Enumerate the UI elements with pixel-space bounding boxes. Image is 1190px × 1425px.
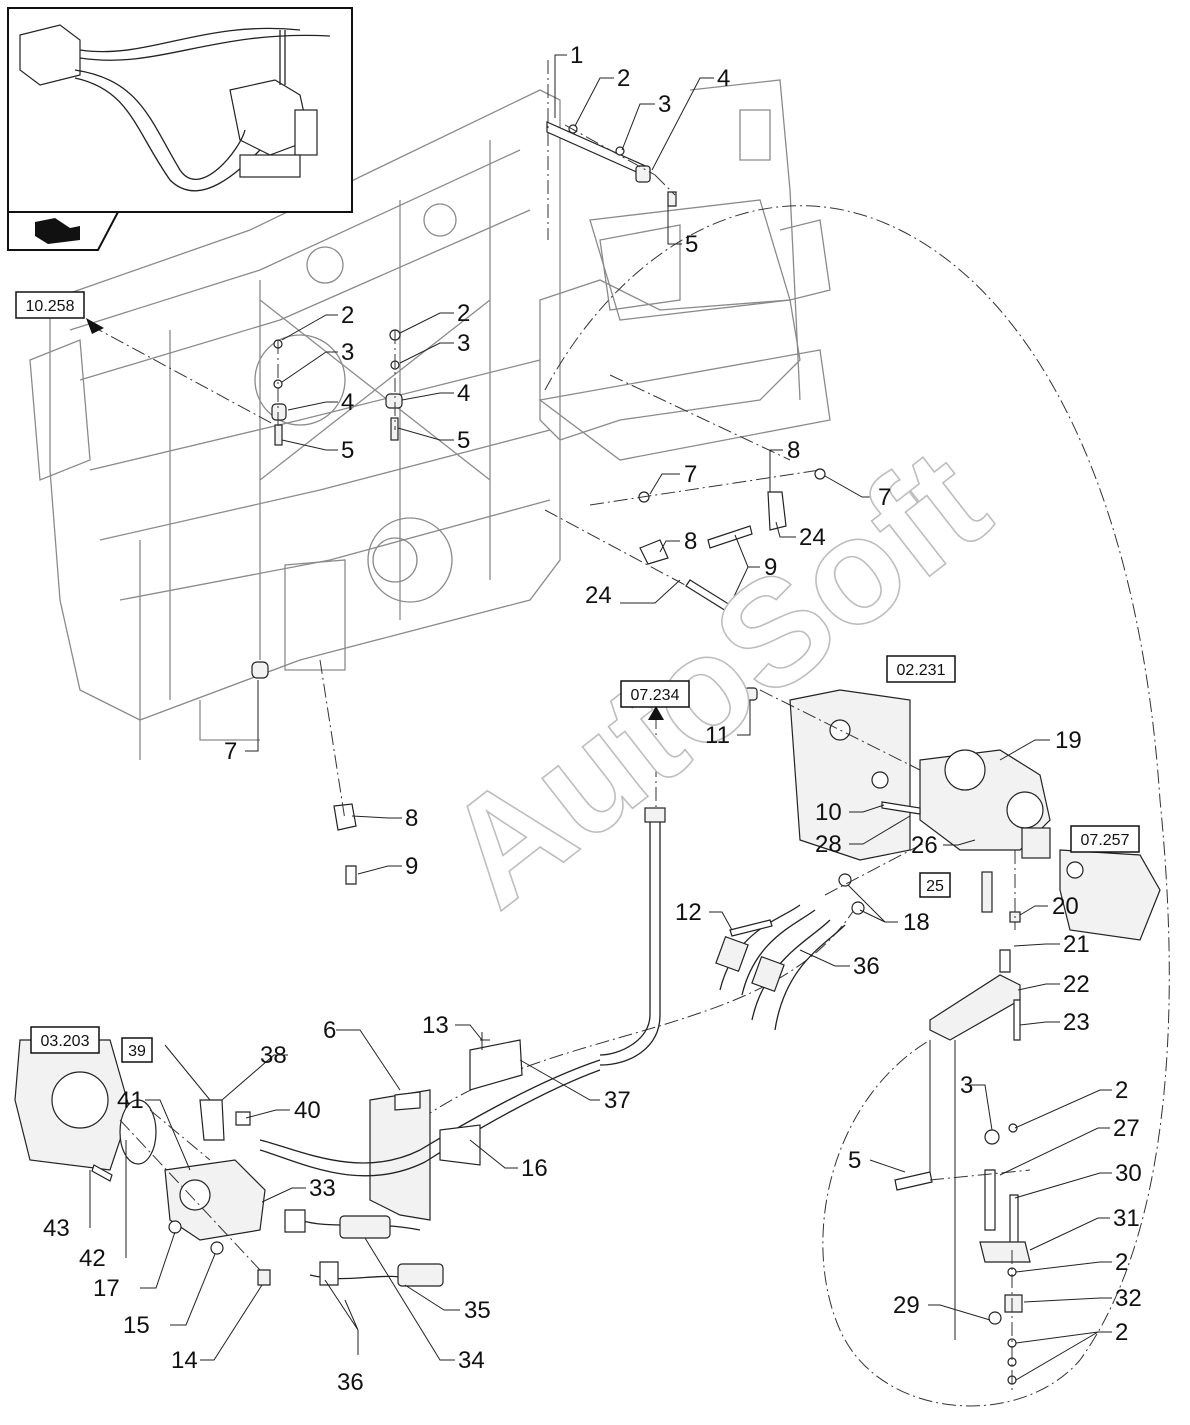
reference-02231[interactable]: 02.231 [886, 655, 956, 683]
callout-41: 41 [117, 1087, 144, 1114]
callout-4: 4 [341, 389, 354, 416]
exploded-axes [89, 60, 1031, 1390]
reference-boxes: 10.258 07.234 02.231 07.257 25 03.203 39 [15, 291, 1140, 1063]
machine-frame [29, 79, 831, 760]
parts [14, 121, 1161, 1385]
continue-arrow-icon[interactable] [35, 218, 80, 244]
svg-text:03.203: 03.203 [41, 1033, 90, 1050]
assembly-outline [544, 205, 1170, 1407]
callout-5: 5 [341, 437, 354, 464]
callout-5: 5 [685, 231, 698, 258]
callout-21: 21 [1063, 931, 1090, 958]
callout-3: 3 [960, 1072, 973, 1099]
hose-outline [419, 899, 861, 1121]
svg-text:02.231: 02.231 [897, 662, 946, 679]
strap-part [546, 121, 651, 179]
callout-33: 33 [309, 1175, 336, 1202]
callout-5: 5 [848, 1147, 861, 1174]
callout-42: 42 [79, 1245, 106, 1272]
callout-14: 14 [171, 1347, 198, 1374]
callout-29: 29 [893, 1292, 920, 1319]
callout-40: 40 [294, 1097, 321, 1124]
inset-view [7, 7, 353, 251]
callout-23: 23 [1063, 1009, 1090, 1036]
callout-26: 26 [911, 832, 938, 859]
callout-1: 1 [570, 42, 583, 69]
reference-07234[interactable]: 07.234 [620, 680, 690, 720]
callout-17: 17 [93, 1275, 120, 1302]
callout-15: 15 [123, 1312, 150, 1339]
callout-2: 2 [457, 300, 470, 327]
callout-7: 7 [878, 484, 891, 511]
svg-text:39: 39 [128, 1043, 146, 1060]
callout-4: 4 [717, 65, 730, 92]
callout-34: 34 [458, 1347, 485, 1374]
callout-31: 31 [1113, 1205, 1140, 1232]
callout-labels: 1 2 3 4 5 2 3 4 5 2 3 4 5 8 7 7 24 8 9 2… [43, 42, 1142, 1396]
callout-11: 11 [705, 722, 730, 749]
callout-2: 2 [341, 302, 354, 329]
reference-10258[interactable]: 10.258 [15, 291, 104, 334]
callout-8: 8 [405, 805, 418, 832]
callout-36: 36 [853, 953, 880, 980]
callout-2: 2 [1115, 1249, 1128, 1276]
reference-39[interactable]: 39 [121, 1037, 153, 1063]
reference-03203[interactable]: 03.203 [30, 1026, 100, 1054]
callout-24: 24 [585, 582, 612, 609]
callout-27: 27 [1113, 1115, 1140, 1142]
leader-lines [89, 54, 1112, 1381]
callout-3: 3 [658, 91, 671, 118]
svg-text:07.257: 07.257 [1081, 832, 1130, 849]
callout-4: 4 [457, 380, 470, 407]
callout-9: 9 [405, 853, 418, 880]
callout-37: 37 [604, 1087, 631, 1114]
callout-7: 7 [224, 738, 237, 765]
callout-36: 36 [337, 1369, 364, 1396]
callout-16: 16 [521, 1155, 548, 1182]
reference-07257[interactable]: 07.257 [1070, 825, 1140, 853]
callout-6: 6 [323, 1017, 336, 1044]
callout-3: 3 [341, 339, 354, 366]
callout-12: 12 [675, 899, 702, 926]
callout-19: 19 [1055, 727, 1082, 754]
reference-25[interactable]: 25 [919, 872, 951, 898]
callout-28: 28 [815, 831, 842, 858]
callout-24: 24 [799, 524, 826, 551]
callout-7: 7 [684, 461, 697, 488]
callout-8: 8 [787, 437, 800, 464]
svg-text:10.258: 10.258 [26, 298, 75, 315]
callout-2: 2 [617, 65, 630, 92]
callout-32: 32 [1115, 1285, 1142, 1312]
callout-20: 20 [1052, 893, 1079, 920]
callout-3: 3 [457, 330, 470, 357]
callout-38: 38 [260, 1042, 287, 1069]
callout-10: 10 [815, 799, 842, 826]
svg-text:25: 25 [926, 878, 944, 895]
callout-35: 35 [464, 1297, 491, 1324]
callout-5: 5 [457, 427, 470, 454]
callout-30: 30 [1115, 1160, 1142, 1187]
callout-2: 2 [1115, 1077, 1128, 1104]
callout-43: 43 [43, 1215, 70, 1242]
callout-22: 22 [1063, 971, 1090, 998]
callout-2: 2 [1115, 1319, 1128, 1346]
svg-text:07.234: 07.234 [631, 687, 680, 704]
callout-8: 8 [684, 528, 697, 555]
callout-9: 9 [764, 554, 777, 581]
callout-13: 13 [422, 1012, 449, 1039]
callout-18: 18 [903, 909, 930, 936]
